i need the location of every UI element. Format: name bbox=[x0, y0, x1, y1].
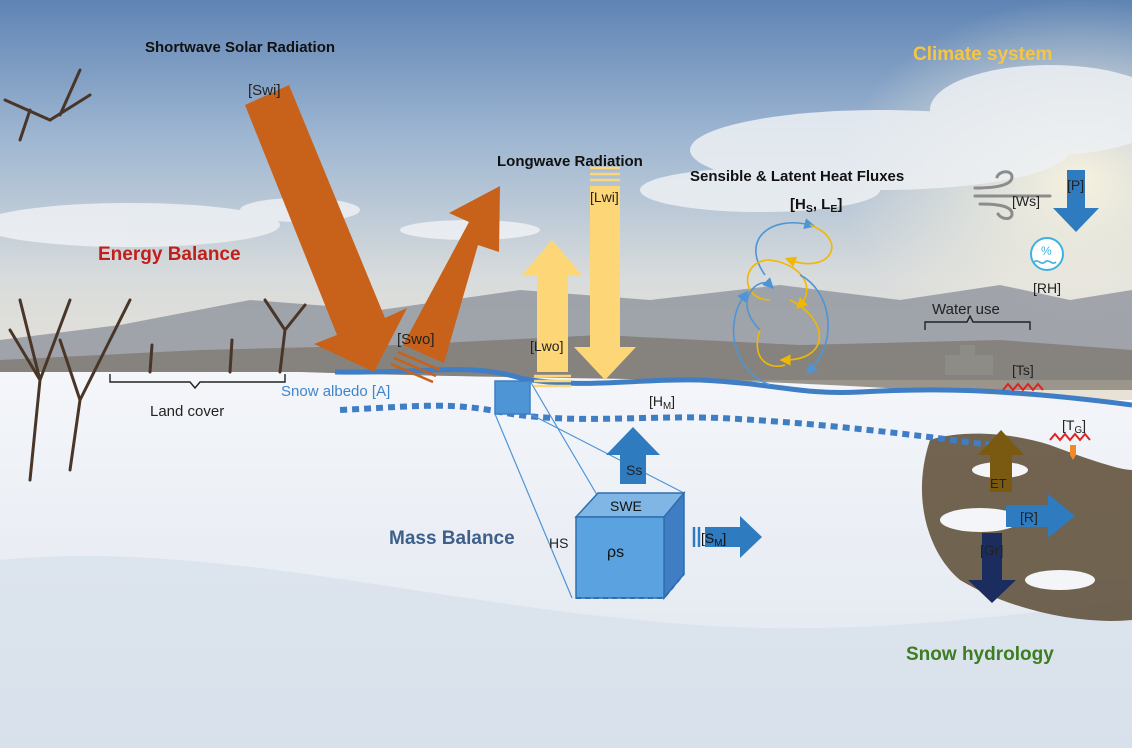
lwi-label: [Lwi] bbox=[590, 189, 619, 205]
water-use-label: Water use bbox=[932, 301, 1000, 318]
surface-temperature-squiggle bbox=[1002, 382, 1044, 392]
energy-balance-title: Energy Balance bbox=[98, 244, 241, 265]
incoming-longwave-stripes bbox=[590, 166, 620, 182]
ss-label: Ss bbox=[626, 462, 642, 478]
et-label: ET bbox=[990, 476, 1007, 491]
swi-label: [Swi] bbox=[248, 82, 281, 99]
village bbox=[945, 345, 993, 375]
precipitation-arrow bbox=[1053, 170, 1099, 232]
reflected-shortwave-stripes bbox=[390, 350, 441, 384]
hm-sub: M bbox=[663, 401, 671, 412]
sm-close: ] bbox=[722, 530, 726, 546]
tg-sub: G bbox=[1074, 425, 1082, 436]
heat-fluxes-title: Sensible & Latent Heat Fluxes bbox=[690, 168, 904, 185]
snow-sample-block bbox=[494, 380, 531, 415]
snowmelt-arrow bbox=[692, 516, 762, 558]
water-use-bracket bbox=[924, 314, 1031, 330]
projection-lines bbox=[494, 380, 685, 599]
climate-system-title: Climate system bbox=[913, 44, 1052, 65]
snowpack-cube bbox=[574, 490, 686, 601]
snow-patches bbox=[940, 462, 1095, 590]
longwave-radiation-title: Longwave Radiation bbox=[497, 153, 643, 170]
snow-shadow bbox=[0, 555, 1132, 748]
hm-label: [HM] bbox=[649, 393, 675, 412]
gr-label: [Gr] bbox=[980, 542, 1003, 558]
ws-label: [Ws] bbox=[1012, 193, 1040, 209]
tg-close: ] bbox=[1082, 417, 1086, 433]
outgoing-longwave-stripes bbox=[534, 374, 571, 388]
snow-surface-line bbox=[334, 367, 1132, 408]
hs-le-sub-e: E bbox=[830, 203, 837, 215]
incoming-longwave-arrow bbox=[574, 186, 636, 380]
ground-heat-arrow bbox=[1070, 445, 1076, 460]
hm-close: ] bbox=[671, 393, 675, 409]
hs-le-open: [H bbox=[790, 196, 806, 213]
land-cover-label: Land cover bbox=[150, 403, 224, 420]
p-label: [P] bbox=[1067, 177, 1084, 193]
groundwater-recharge-arrow bbox=[968, 533, 1016, 603]
ground-temperature-squiggle bbox=[1049, 432, 1091, 442]
sm-open: [S bbox=[701, 530, 714, 546]
hm-open: [H bbox=[649, 393, 663, 409]
tg-label: [TG] bbox=[1062, 417, 1086, 436]
rh-percent-symbol: % bbox=[1041, 244, 1052, 258]
runoff-arrow bbox=[1006, 494, 1075, 538]
land-cover-bracket bbox=[109, 374, 286, 390]
r-label: [R] bbox=[1020, 509, 1038, 525]
snow-density-label: ρs bbox=[607, 544, 624, 561]
snow-base-dotted-line bbox=[339, 402, 991, 448]
ts-upper-label: [Ts] bbox=[1012, 362, 1034, 378]
tg-open: [T bbox=[1062, 417, 1075, 433]
clouds bbox=[0, 65, 1132, 247]
swe-label: SWE bbox=[610, 498, 642, 514]
hs-le-mid: , L bbox=[813, 196, 831, 213]
outgoing-longwave-arrow bbox=[522, 240, 582, 372]
hs-le-label: [HS, LE] bbox=[790, 196, 842, 215]
mass-balance-title: Mass Balance bbox=[389, 528, 515, 549]
sm-sub: M bbox=[714, 538, 722, 549]
sublimation-arrow bbox=[606, 427, 660, 484]
heat-flux-circulation bbox=[732, 218, 833, 386]
bare-trees bbox=[3, 68, 307, 482]
humidity-icon bbox=[1030, 237, 1064, 271]
wind-icon bbox=[973, 170, 1052, 220]
sm-label: [SM] bbox=[701, 530, 726, 549]
shortwave-radiation-title: Shortwave Solar Radiation bbox=[145, 39, 335, 56]
reflected-shortwave-arrow bbox=[403, 186, 500, 363]
swo-label: [Swo] bbox=[397, 331, 435, 348]
incoming-shortwave-arrow bbox=[245, 85, 407, 372]
hs-le-close: ] bbox=[837, 196, 842, 213]
rh-label: [RH] bbox=[1033, 280, 1061, 296]
evapotranspiration-arrow bbox=[978, 430, 1024, 492]
hs-le-sub-s: S bbox=[806, 203, 813, 215]
hs-label: HS bbox=[549, 535, 568, 551]
snow-albedo-label: Snow albedo [A] bbox=[281, 383, 390, 400]
snow-hydrology-title: Snow hydrology bbox=[906, 644, 1054, 665]
lwo-label: [Lwo] bbox=[530, 338, 563, 354]
